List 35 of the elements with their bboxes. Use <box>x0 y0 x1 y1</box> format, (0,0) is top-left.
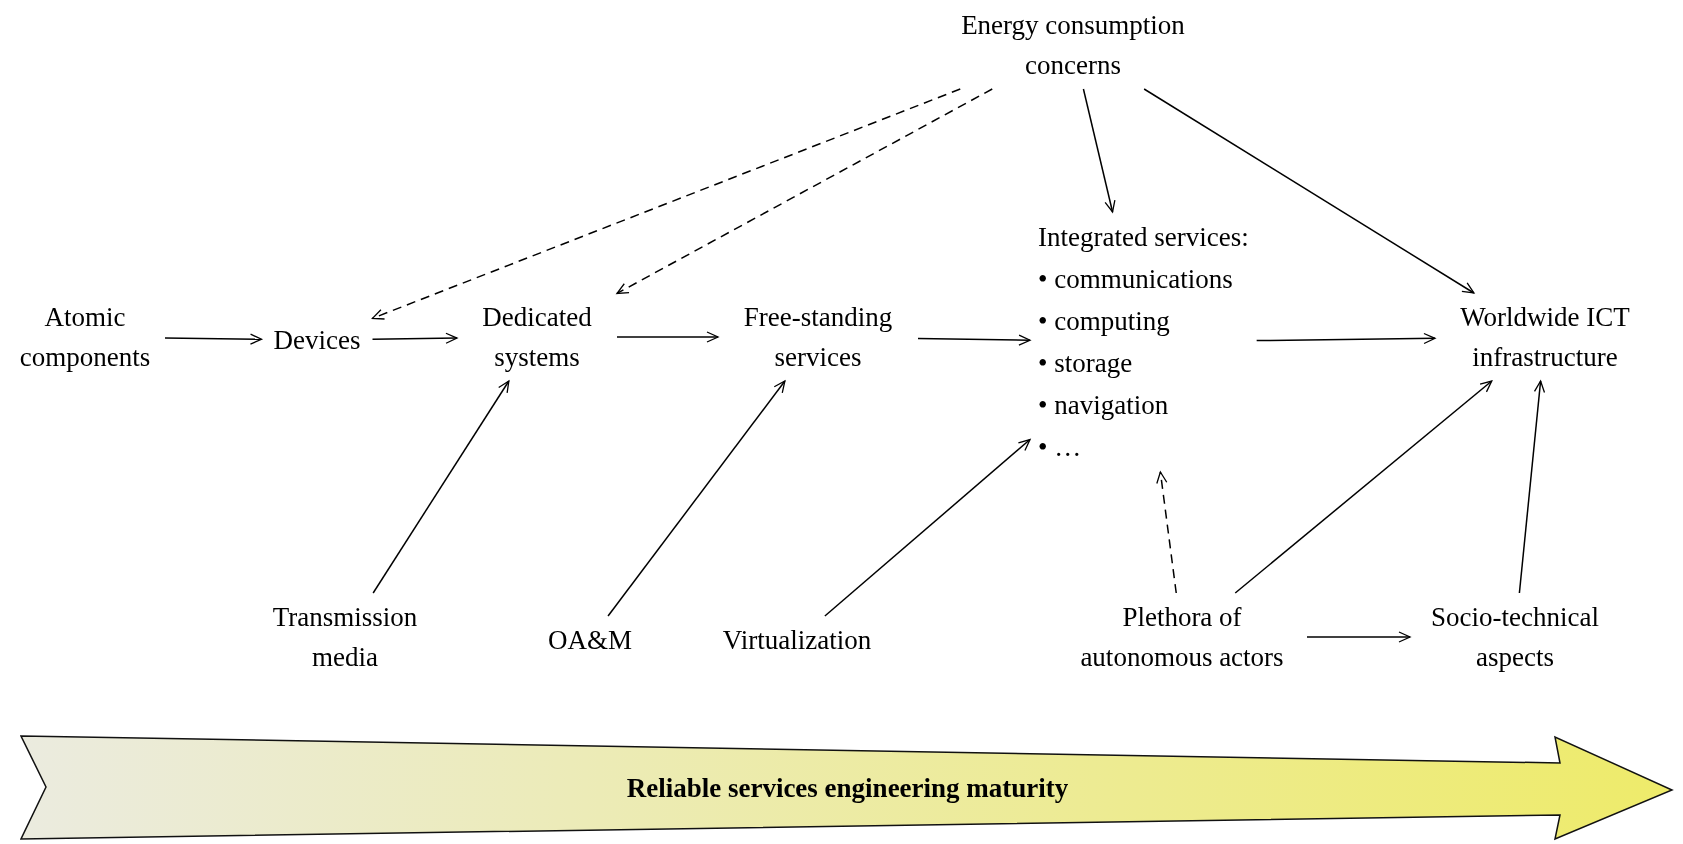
list-item: • … <box>1038 432 1082 462</box>
list-item: • computing <box>1038 306 1170 336</box>
maturity-arrow <box>20 735 1675 841</box>
node-label: OA&M <box>548 625 632 655</box>
node-label: Transmission media <box>272 602 418 672</box>
node-label: Devices <box>273 325 361 355</box>
node-label: Worldwide ICT infrastructure <box>1460 302 1630 372</box>
arrow <box>616 88 993 295</box>
arrow <box>1255 332 1436 345</box>
arrow <box>1082 88 1116 213</box>
arrow <box>1156 471 1177 594</box>
node-label: Energy consumption concerns <box>961 10 1185 80</box>
arrow <box>371 88 961 320</box>
arrow <box>371 332 458 344</box>
maturity-label: Reliable services engineering maturity <box>626 771 1069 805</box>
arrow <box>1518 380 1546 594</box>
arrow <box>372 380 510 594</box>
node-label: Free-standing services <box>743 302 893 372</box>
node-label: Atomic components <box>19 302 151 372</box>
list-item: • navigation <box>1038 390 1169 420</box>
arrow <box>164 333 263 345</box>
list-item: • storage <box>1038 348 1133 378</box>
node-label: Dedicated systems <box>482 302 592 372</box>
list-heading: Integrated services: <box>1038 222 1249 252</box>
node-label: Virtualization <box>722 625 872 655</box>
node-label: Plethora of autonomous actors <box>1080 602 1284 672</box>
arrow <box>917 334 1031 346</box>
node-label: Socio-technical aspects <box>1431 602 1599 672</box>
arrow <box>1143 88 1475 294</box>
list-item: • communications <box>1038 264 1233 294</box>
arrow <box>607 380 786 617</box>
arrow <box>616 331 719 343</box>
arrow <box>1306 631 1411 643</box>
arrow <box>1234 380 1493 594</box>
arrow <box>824 438 1031 617</box>
